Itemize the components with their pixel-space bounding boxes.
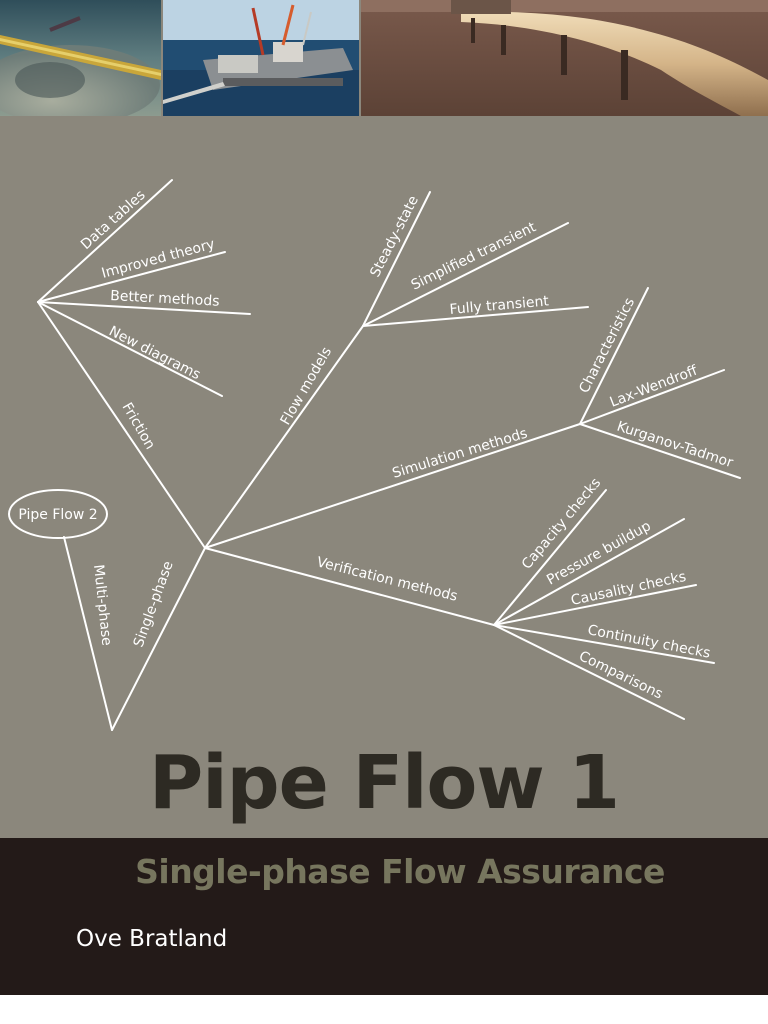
branch-line: [362, 191, 431, 327]
friction-label: Friction: [119, 400, 158, 452]
branch-line: [362, 222, 569, 327]
simulation-leaf: Kurganov-Tadmor: [615, 419, 735, 472]
friction-leaf: New diagrams: [106, 323, 203, 383]
verification-leaf: Comparisons: [576, 648, 665, 702]
branch-line: [579, 369, 725, 425]
topic-tree-diagram: Pipe Flow 2 Multi-phase Single-phase Fri…: [8, 179, 741, 731]
single-phase-label: Single-phase: [131, 559, 177, 649]
friction-leaf: Better methods: [110, 288, 220, 310]
branch-line: [493, 518, 685, 626]
pipe-flow-2-bubble: [8, 489, 108, 539]
flow-model-leaf: Simplified transient: [409, 219, 539, 294]
verification-leaf: Causality checks: [570, 569, 688, 609]
bubble-label: Pipe Flow 2: [18, 507, 97, 523]
branch-line: [37, 301, 223, 397]
subsea-pipeline-photo: [0, 0, 161, 116]
multi-phase-label: Multi-phase: [90, 564, 114, 647]
branch-line: [362, 306, 589, 327]
branch-line: [493, 584, 697, 626]
branch-line: [37, 301, 206, 549]
branch-line: [111, 547, 206, 731]
flow-models-label: Flow models: [278, 344, 336, 428]
author-name: Ove Bratland: [76, 926, 228, 952]
verification-leaf: Continuity checks: [586, 622, 712, 662]
photo-strip: [0, 0, 768, 116]
simulation-leaf: Characteristics: [576, 295, 638, 396]
branch-line: [204, 547, 495, 626]
simulation-methods-label: Simulation methods: [390, 425, 529, 481]
branch-line: [493, 624, 715, 664]
flow-model-leaf: Steady-state: [367, 193, 422, 280]
branch-line: [204, 423, 581, 549]
branch-line: [37, 301, 251, 315]
subtitle-band: Single-phase Flow Assurance Ove Bratland: [0, 838, 768, 995]
branch-line: [493, 624, 685, 720]
branch-line: [63, 536, 113, 731]
branch-line: [579, 423, 741, 479]
offshore-platform-photo: [163, 0, 359, 116]
simulation-leaf: Lax-Wendroff: [608, 363, 700, 411]
book-subtitle: Single-phase Flow Assurance: [135, 852, 665, 891]
branch-line: [579, 287, 649, 425]
book-cover: Pipe Flow 2 Multi-phase Single-phase Fri…: [0, 0, 768, 995]
overland-pipeline-photo: [361, 0, 768, 116]
branch-line: [204, 325, 364, 549]
branch-line: [37, 179, 173, 303]
friction-leaf: Data tables: [78, 187, 149, 253]
branch-line: [37, 251, 226, 303]
book-title: Pipe Flow 1: [149, 740, 620, 826]
branch-line: [493, 489, 607, 626]
